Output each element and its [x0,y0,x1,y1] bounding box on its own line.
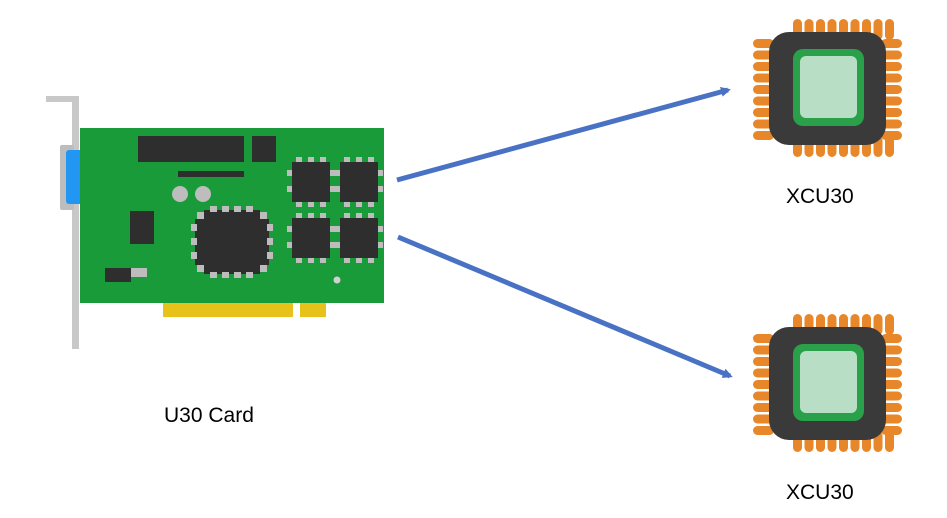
arrow-to-chip-top [396,87,731,183]
chip-icon [753,19,902,157]
memory-chip [335,213,383,263]
memory-chip [287,157,335,207]
chip-label-top: XCU30 [786,185,854,208]
chip-label-bottom: XCU30 [786,481,854,504]
memory-chip [335,157,383,207]
arrow-to-chip-bottom [397,234,733,379]
pci-card-icon [46,96,384,349]
chip-icon [753,314,902,452]
memory-chip [287,213,335,263]
card-label: U30 Card [164,404,254,427]
